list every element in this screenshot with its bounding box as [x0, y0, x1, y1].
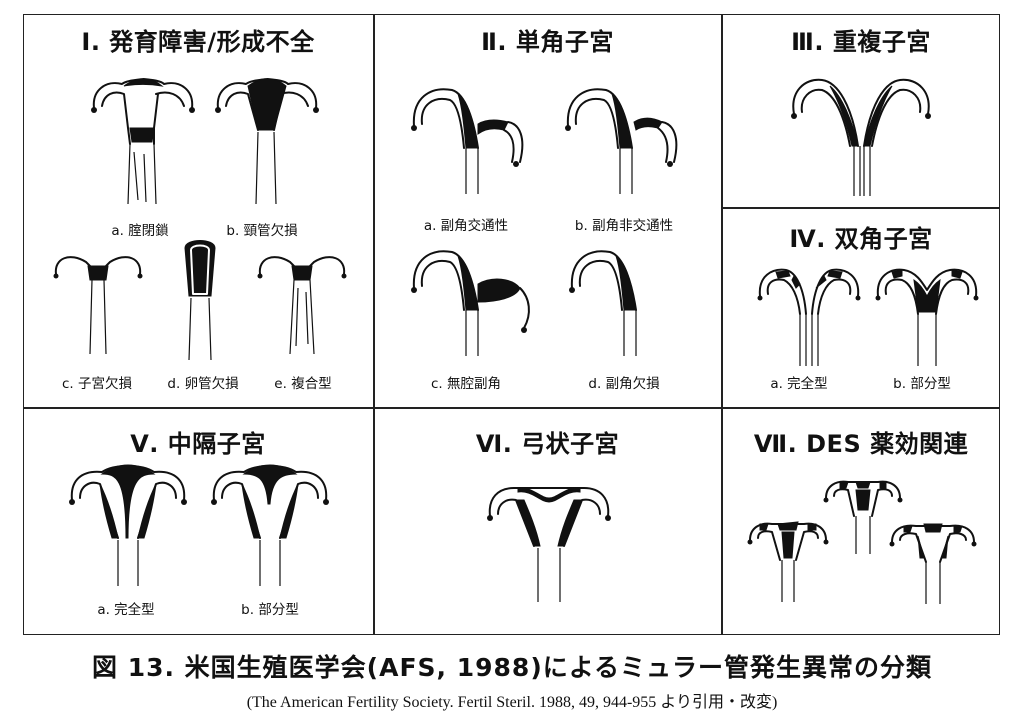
label-1a: a. 腟閉鎖	[111, 223, 169, 239]
uterus-figure-1d	[184, 240, 216, 361]
uterus-figure-7a	[823, 480, 903, 554]
uterus-figure-5a	[69, 464, 187, 586]
uterus-figure-5b	[211, 464, 329, 586]
uterus-figure-7b	[747, 521, 829, 602]
label-5b: b. 部分型	[241, 602, 299, 618]
divider-v3	[373, 407, 375, 634]
uterus-figure-2c	[411, 250, 530, 356]
uterus-figure-6	[487, 487, 611, 602]
divider-h1	[24, 407, 999, 409]
figure-source: (The American Fertility Society. Fertil …	[246, 694, 778, 711]
cell-4-title: Ⅳ. 双角子宮	[789, 225, 933, 253]
label-2d: d. 副角欠損	[588, 376, 660, 392]
uterus-figure-2a	[411, 88, 524, 194]
uterus-figure-2b	[565, 88, 678, 194]
label-4a: a. 完全型	[770, 376, 828, 392]
figure-caption: 図 13. 米国生殖医学会(AFS, 1988)によるミュラー管発生異常の分類	[91, 653, 932, 682]
classification-grid	[23, 14, 1000, 635]
divider-h2	[721, 207, 999, 209]
uterus-figure-7c	[889, 523, 977, 604]
cell-2-title: Ⅱ. 単角子宮	[481, 28, 614, 56]
label-1d: d. 卵管欠損	[167, 376, 239, 392]
uterus-figure-1c	[53, 256, 143, 355]
uterus-figure-3	[791, 78, 931, 196]
divider-v1	[373, 15, 375, 407]
uterus-figure-4b	[875, 268, 979, 366]
label-4b: b. 部分型	[893, 376, 951, 392]
label-2c: c. 無腔副角	[430, 376, 502, 392]
cell-3-title: Ⅲ. 重複子宮	[791, 28, 931, 56]
cell-7-title: Ⅶ. DES 薬効関連	[753, 430, 969, 458]
label-5a: a. 完全型	[97, 602, 155, 618]
cell-5-title: Ⅴ. 中隔子宮	[130, 430, 266, 458]
uterus-figure-1e	[257, 256, 347, 355]
uterus-figure-1b	[215, 78, 319, 205]
label-1e: e. 複合型	[274, 376, 332, 392]
uterus-figure-4a	[757, 268, 861, 366]
uterus-figure-1a	[91, 78, 195, 205]
divider-v2	[721, 15, 723, 634]
label-1b: b. 頸管欠損	[226, 223, 298, 239]
cell-1-title: Ⅰ. 発育障害/形成不全	[81, 28, 315, 56]
label-2b: b. 副角非交通性	[574, 218, 674, 234]
uterus-figure-2d	[569, 250, 637, 356]
label-1c: c. 子宮欠損	[61, 376, 133, 392]
cell-6-title: Ⅵ. 弓状子宮	[475, 430, 620, 458]
label-2a: a. 副角交通性	[423, 218, 509, 234]
